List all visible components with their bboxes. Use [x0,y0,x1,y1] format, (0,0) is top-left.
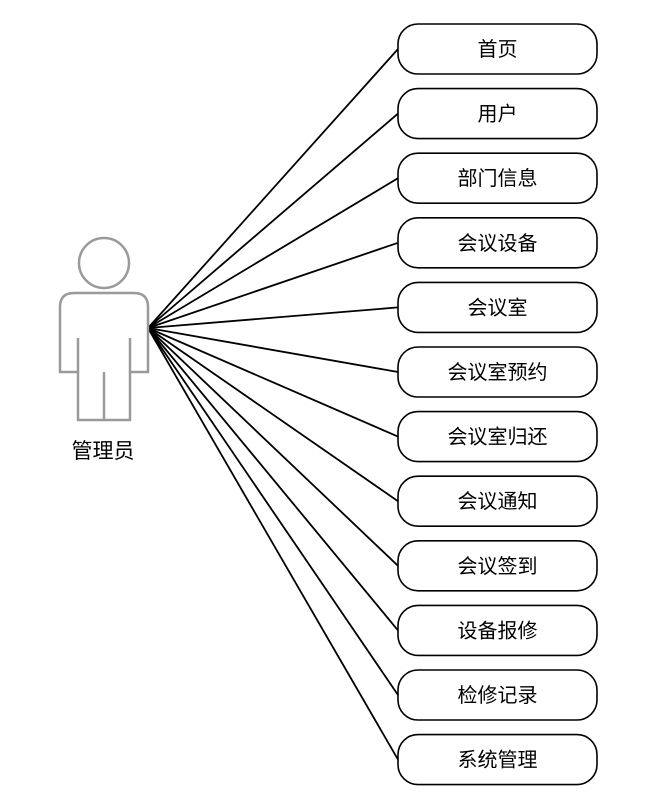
use-case: 部门信息 [397,152,598,204]
association-line [147,241,399,329]
association-line [147,48,399,329]
use-case-box [397,217,598,269]
use-case: 会议签到 [397,539,598,592]
actor-label: 管理员 [72,439,135,463]
use-case: 会议通知 [397,475,598,528]
use-case-label: 系统管理 [458,748,538,772]
use-case-label: 设备报修 [458,618,538,642]
association-line [147,327,399,373]
use-case-label: 部门信息 [458,166,538,190]
actor-admin: 管理员 [58,236,150,463]
use-case: 设备报修 [397,604,598,657]
use-case-box [397,733,598,786]
association-line [147,177,399,329]
use-case-box [397,281,598,334]
use-case-label: 会议签到 [458,554,538,578]
use-case-label: 会议室归还 [448,425,548,449]
use-case-list: 首页用户部门信息会议设备会议室会议室预约会议室归还会议通知会议签到设备报修检修记… [397,23,598,786]
association-line [147,327,399,696]
use-case-label: 会议通知 [458,489,538,513]
use-case-box [397,152,598,204]
use-case: 用户 [397,87,598,140]
use-case-label: 首页 [478,37,518,61]
use-case-box [397,669,598,721]
use-case-box [397,23,598,75]
association-line [147,306,399,329]
association-line [147,327,399,438]
use-case-label: 会议室 [468,295,528,319]
use-case: 会议室归还 [397,410,598,463]
use-case: 会议室预约 [397,346,598,398]
use-case-box [397,410,598,463]
use-case-label: 会议室预约 [448,360,548,384]
use-case-box [397,475,598,528]
use-case: 检修记录 [397,669,598,721]
association-line [147,112,399,329]
use-case-label: 会议设备 [458,231,538,255]
use-case-box [397,346,598,398]
person-icon [58,236,150,422]
use-case-box [397,539,598,592]
association-line [147,327,399,567]
use-case: 会议设备 [397,217,598,269]
use-case-label: 用户 [478,102,518,126]
use-case-box [397,87,598,140]
use-case-label: 检修记录 [458,683,538,707]
use-case: 首页 [397,23,598,75]
association-line [147,327,399,502]
use-case: 系统管理 [397,733,598,786]
association-line [147,327,399,631]
use-case-box [397,604,598,657]
association-line [147,327,399,761]
association-lines [147,48,399,761]
use-case: 会议室 [397,281,598,334]
